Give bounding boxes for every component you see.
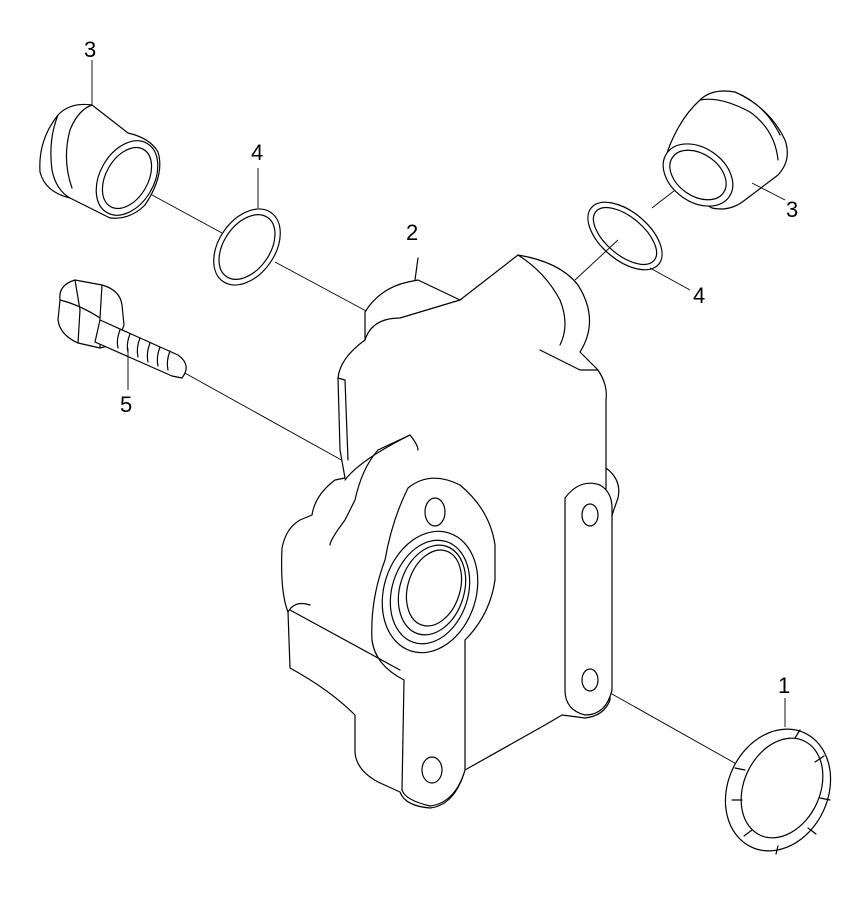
callout-4-right: 4 bbox=[693, 283, 705, 308]
callout-labels: 3 4 2 3 4 5 1 bbox=[84, 37, 798, 698]
callout-1: 1 bbox=[778, 673, 790, 698]
callout-5: 5 bbox=[120, 392, 132, 417]
plug-part-3-left bbox=[39, 60, 161, 219]
bolt-part-5 bbox=[57, 279, 187, 390]
retaining-ring-part-1 bbox=[724, 698, 832, 855]
plug-part-3-right bbox=[662, 90, 788, 210]
callout-3-right: 3 bbox=[786, 197, 798, 222]
o-ring-part-4-left bbox=[213, 168, 281, 286]
housing-part-2 bbox=[281, 254, 620, 809]
callout-4-left: 4 bbox=[251, 140, 263, 165]
o-ring-part-4-right bbox=[587, 201, 691, 291]
callout-2: 2 bbox=[406, 220, 418, 245]
callout-3-left: 3 bbox=[84, 37, 96, 62]
